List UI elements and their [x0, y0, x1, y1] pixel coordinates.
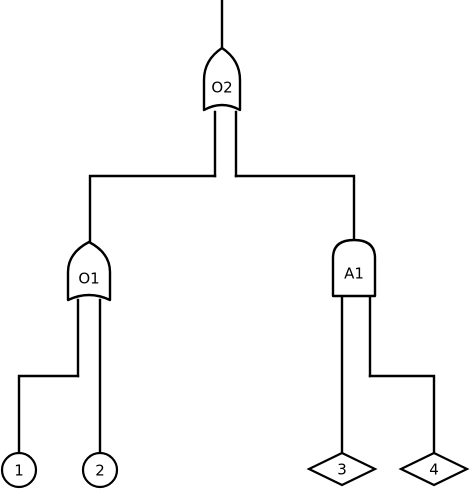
wire-o1-to-o2 [88, 174, 217, 248]
basic-event-1-label: 1 [14, 462, 24, 480]
circle-shape [81, 451, 119, 489]
circle-shape [0, 451, 38, 489]
basic-event-1[interactable]: 1 [0, 451, 38, 489]
undeveloped-event-4-label: 4 [429, 461, 439, 479]
wire-event1-to-o1 [17, 374, 80, 454]
undeveloped-event-3-label: 3 [337, 461, 347, 479]
wire-a1-to-o2 [234, 174, 356, 242]
gate-o1-label: O1 [78, 270, 99, 288]
or-gate-shape [202, 46, 242, 112]
diamond-shape [306, 451, 378, 487]
undeveloped-event-3[interactable]: 3 [306, 451, 378, 487]
or-gate-shape [66, 240, 112, 302]
diamond-shape [398, 451, 470, 487]
gate-a1-label: A1 [344, 265, 364, 283]
gate-a1[interactable]: A1 [331, 238, 377, 298]
wire-event4-to-a1 [368, 374, 436, 454]
gate-o2[interactable]: O2 [202, 46, 242, 112]
undeveloped-event-4[interactable]: 4 [398, 451, 470, 487]
gate-o1[interactable]: O1 [66, 240, 112, 302]
gate-o2-label: O2 [211, 79, 232, 97]
basic-event-2-label: 2 [95, 462, 105, 480]
and-gate-shape [331, 238, 377, 298]
basic-event-2[interactable]: 2 [81, 451, 119, 489]
